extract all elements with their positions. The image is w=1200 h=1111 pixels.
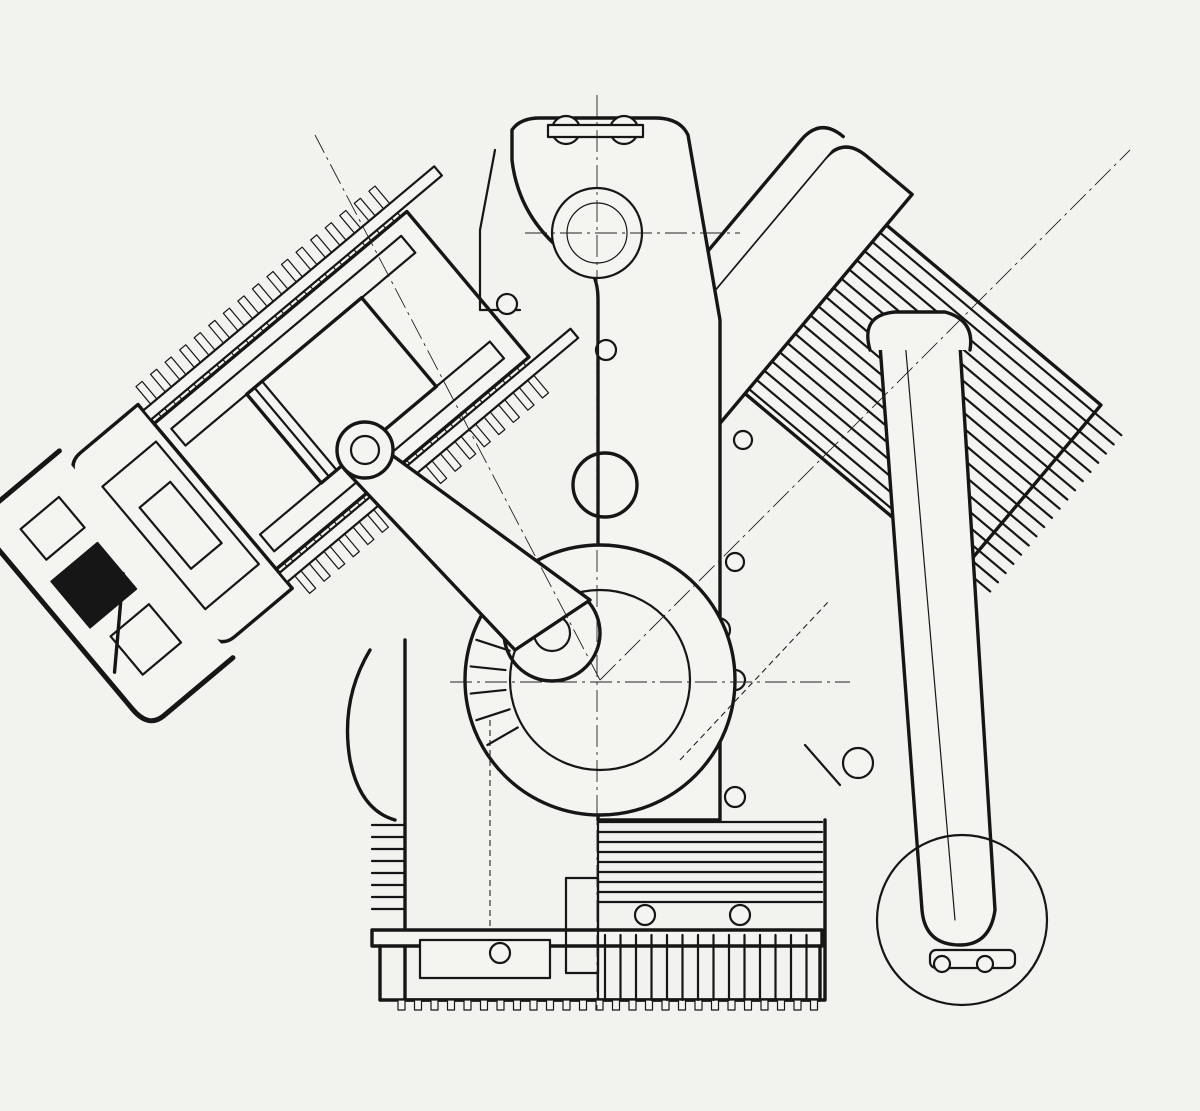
sump-fin (529, 999, 538, 1011)
sump-fin (430, 999, 439, 1011)
sump-fin (710, 999, 720, 1011)
sump-fin (463, 999, 472, 1011)
oil-filter (564, 876, 600, 975)
sump-fin (793, 999, 802, 1011)
sump-fins (397, 933, 819, 1011)
sump-fin (644, 999, 654, 1011)
sump-fin (611, 999, 621, 1011)
sump-fin (512, 999, 522, 1011)
idler-gear (571, 451, 639, 519)
crankcase-fins (370, 820, 824, 911)
sump-fin (661, 999, 670, 1011)
left-cylinder-section (0, 165, 580, 724)
sump-fin (628, 999, 637, 1011)
sump-fin (446, 999, 456, 1011)
flywheel-spoke (475, 638, 511, 652)
sump-fin (776, 999, 786, 1011)
sump-fin (677, 999, 687, 1011)
sump-fin (809, 999, 819, 1011)
sump-fin (727, 999, 736, 1011)
sump-fin (562, 999, 571, 1011)
sump-fin (545, 999, 555, 1011)
exhaust-pipe (803, 310, 1049, 1007)
sump-fin (760, 999, 769, 1011)
sump-fin (479, 999, 489, 1011)
connecting-rod (335, 420, 592, 652)
sump-fin (595, 999, 604, 1011)
sump-fin (694, 999, 703, 1011)
flywheel-spoke (469, 688, 507, 695)
sump-fin (496, 999, 505, 1011)
flywheel-spoke (469, 665, 507, 672)
flywheel-spoke (475, 708, 511, 722)
sump-fin (578, 999, 588, 1011)
sump-fin (397, 999, 406, 1011)
sump-fin (743, 999, 753, 1011)
sump-fin (413, 999, 423, 1011)
flywheel-spoke (486, 726, 519, 747)
center-lines (314, 95, 1131, 1010)
oil-sump (370, 820, 824, 1011)
